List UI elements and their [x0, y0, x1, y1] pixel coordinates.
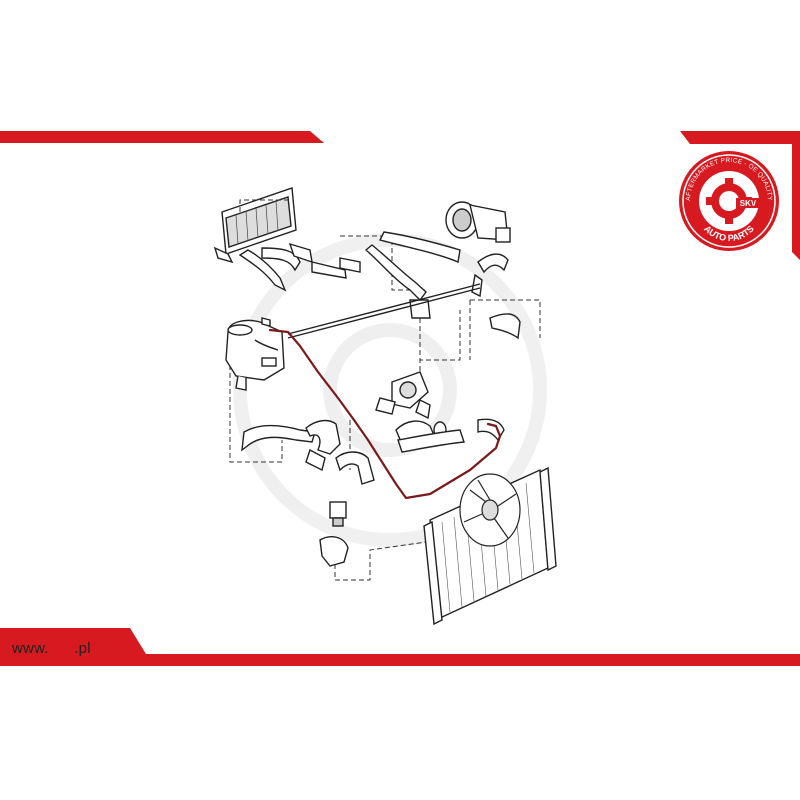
highlighted-bleed-hose: [268, 328, 502, 500]
cooling-fan: [459, 473, 521, 547]
bypass-pipe: [287, 283, 481, 339]
lower-left-hoses: [241, 419, 341, 472]
url-brand: skv: [48, 640, 75, 657]
water-pump: [375, 371, 431, 420]
upper-hoses: [364, 231, 461, 319]
skv-logo: AFTERMARKET PRICE - OE QUALITY AUTO PART…: [679, 151, 779, 251]
drain-fitting: [319, 501, 349, 567]
heater-core: [213, 187, 297, 264]
website-url[interactable]: www.skv.pl: [12, 640, 91, 657]
url-prefix: www.: [12, 640, 49, 657]
expansion-tank: [225, 317, 285, 391]
throttle-body: [445, 201, 511, 243]
url-suffix: .pl: [74, 640, 91, 657]
lower-middle-hoses: [335, 418, 505, 485]
heater-hoses: [238, 242, 361, 292]
logo-center-text: SKV: [740, 199, 757, 208]
